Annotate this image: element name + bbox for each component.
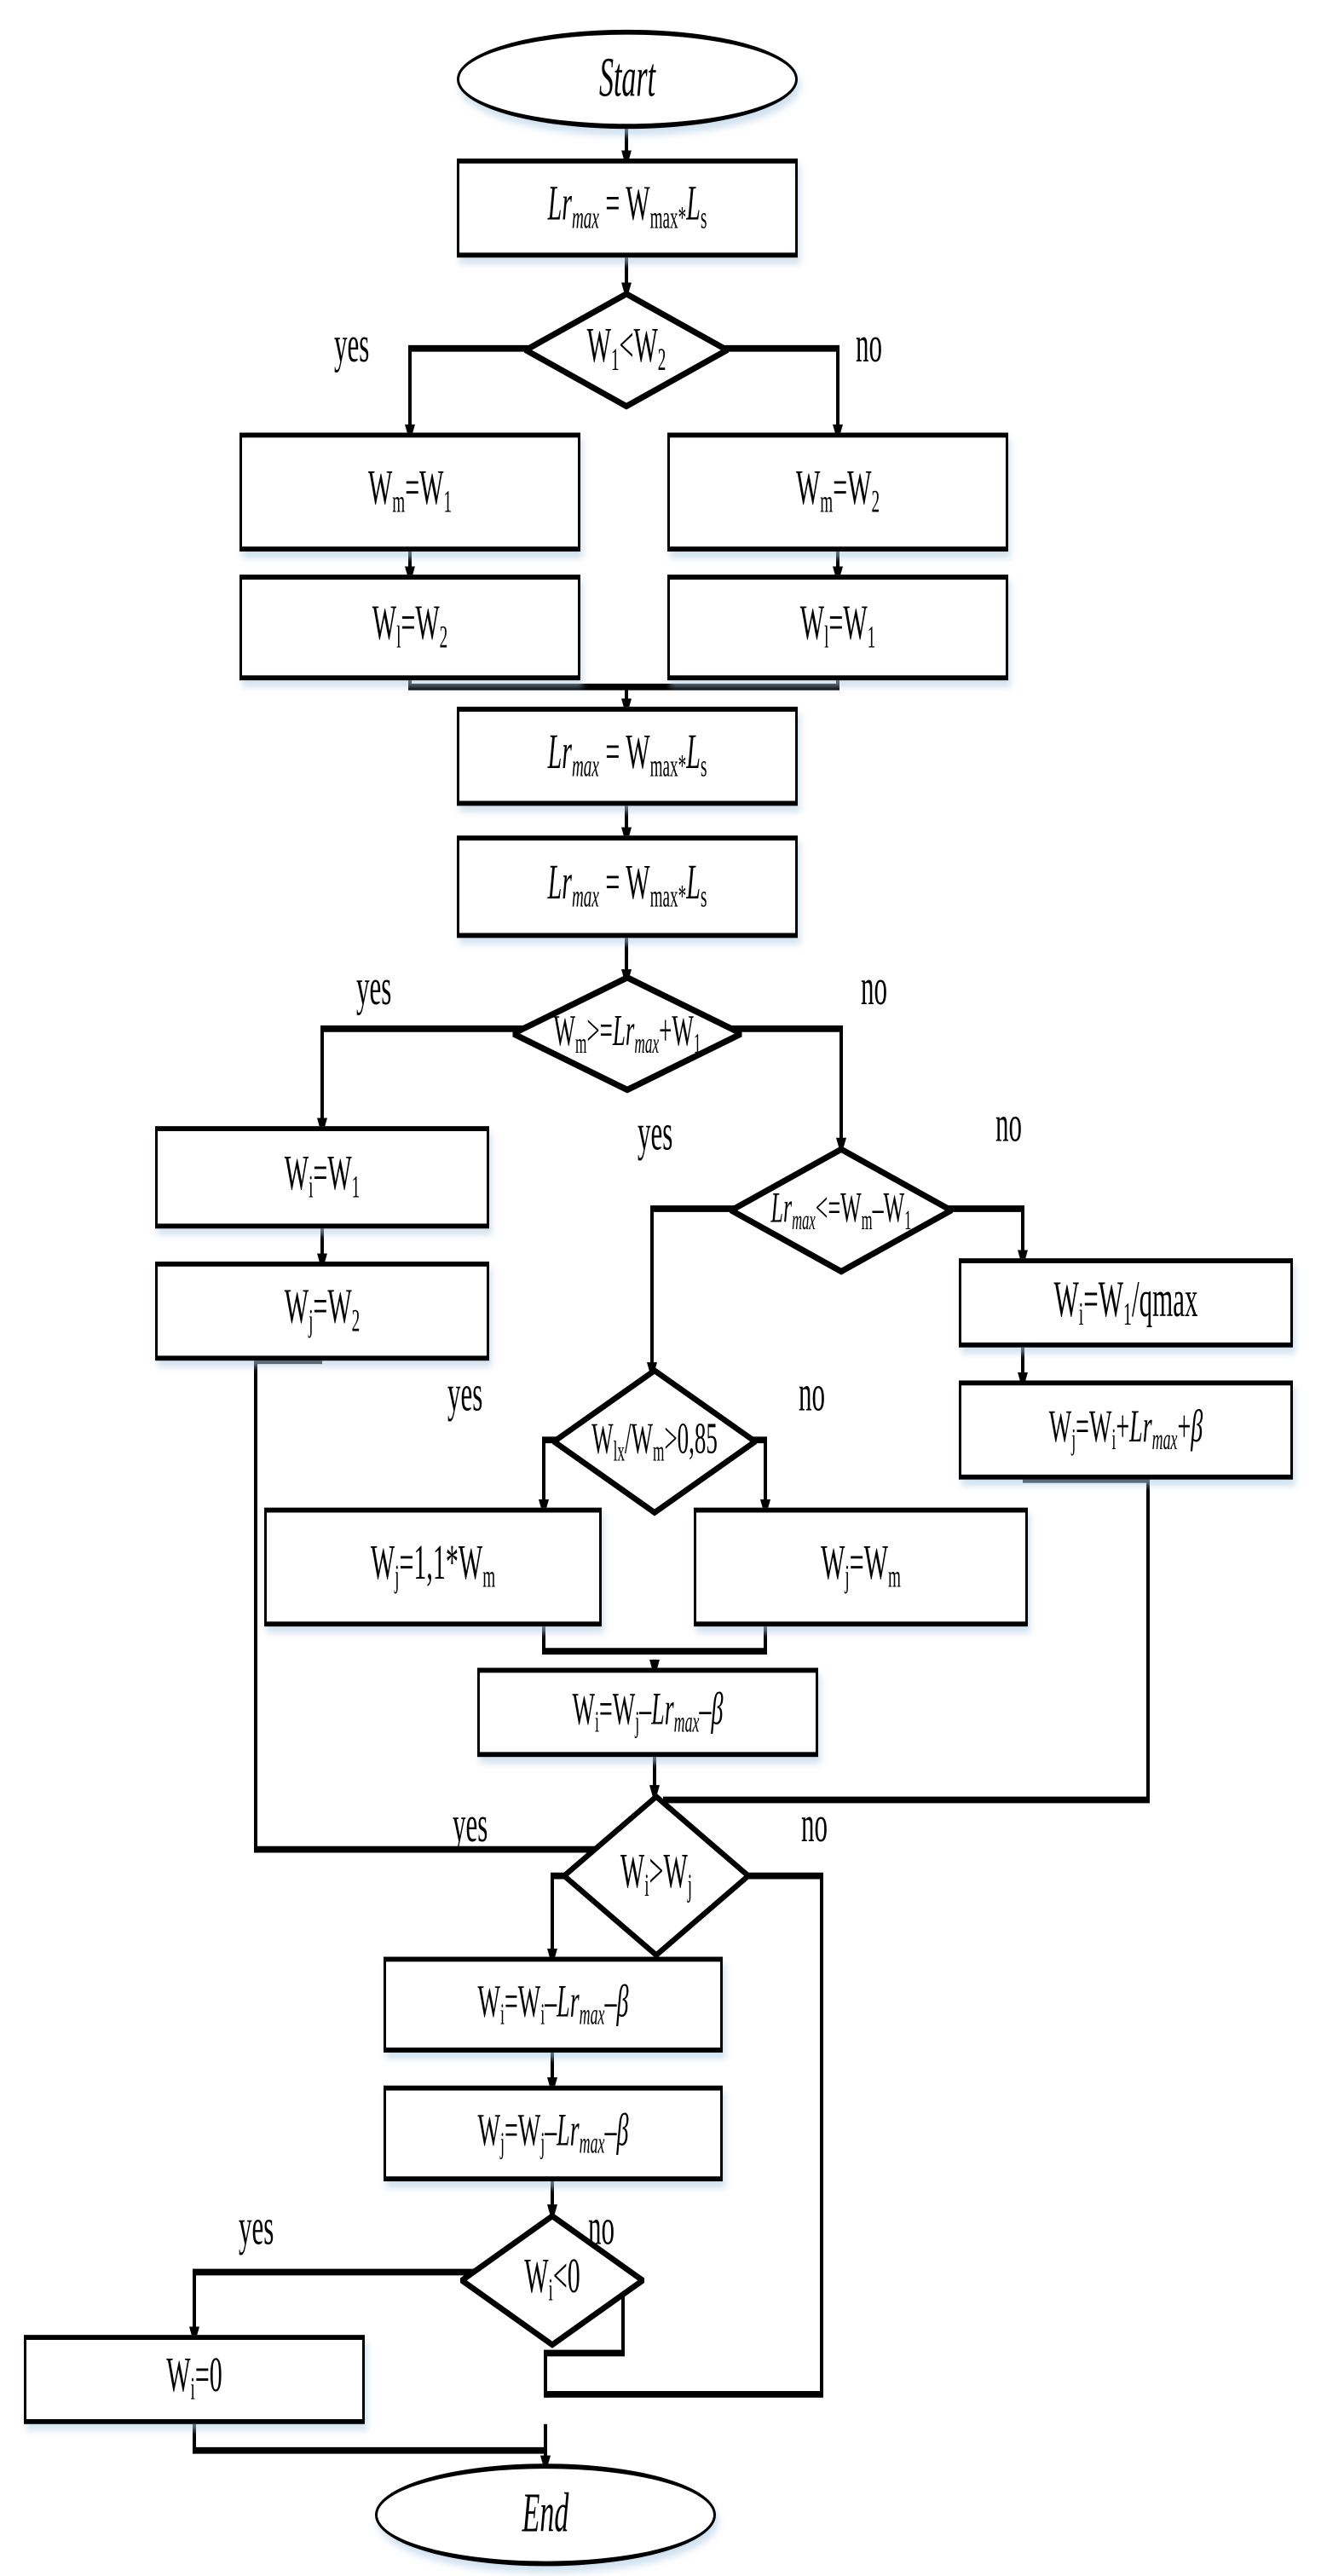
edge-label-no-d2: no bbox=[861, 957, 887, 1016]
node-wm-eq-w1-label: Wm=W1 bbox=[367, 461, 453, 521]
node-wi-eq-0: Wi=0 bbox=[24, 2335, 365, 2424]
node-wm-eq-w1: Wm=W1 bbox=[239, 432, 580, 552]
node-decision-w1-lt-w2: W1<W2 bbox=[524, 291, 729, 409]
node-wj-eq-wj-minus: Wj=Wj–Lrmax–β bbox=[384, 2085, 723, 2182]
node-start: Start bbox=[457, 29, 798, 130]
node-wl-eq-w1: Wl=W1 bbox=[667, 575, 1008, 681]
node-wj-eq-w2-label: Wj=W2 bbox=[284, 1280, 361, 1340]
node-wi-eq-wj-minus-label: Wi=Wj–Lrmax–β bbox=[572, 1684, 724, 1739]
node-decision-wlx-ratio: Wlx/Wm>0,85 bbox=[552, 1367, 757, 1516]
diamond-shape bbox=[730, 1146, 953, 1274]
edge-label-no-d5: no bbox=[801, 1794, 828, 1853]
node-wj-eq-wm-label: Wj=Wm bbox=[821, 1536, 901, 1597]
diamond-shape bbox=[563, 1793, 750, 1959]
node-wj-eq-wi-plus: Wj=Wi+Lrmax+β bbox=[959, 1380, 1293, 1480]
node-wm-eq-w2: Wm=W2 bbox=[667, 432, 1008, 552]
edge-label-yes-d6: yes bbox=[239, 2198, 274, 2256]
node-decision-wlx-ratio-label: Wlx/Wm>0,85 bbox=[591, 1413, 718, 1468]
edge-label-no-d6: no bbox=[588, 2198, 614, 2256]
node-decision-lrmax-le: Lrmax<=Wm–W1 bbox=[730, 1146, 953, 1274]
edge-label-yes-d1: yes bbox=[334, 315, 370, 373]
node-lrmax-3: Lrmax = Wmax*Ls bbox=[457, 835, 798, 939]
diamond-shape bbox=[552, 1367, 757, 1516]
node-decision-wi-gt-wj-label: Wi>Wj bbox=[620, 1845, 693, 1905]
edge-label-yes-d5: yes bbox=[453, 1794, 488, 1853]
diamond-shape bbox=[524, 291, 729, 409]
edge-label-no-d3: no bbox=[995, 1095, 1022, 1153]
node-wi-eq-wj-minus: Wi=Wj–Lrmax–β bbox=[477, 1667, 818, 1758]
node-end: End bbox=[375, 2463, 716, 2567]
node-wl-eq-w2: Wl=W2 bbox=[239, 575, 580, 681]
diamond-shape bbox=[460, 2213, 644, 2348]
node-decision-lrmax-le-label: Lrmax<=Wm–W1 bbox=[770, 1184, 912, 1236]
node-lrmax-1-label: Lrmax = Wmax*Ls bbox=[547, 177, 707, 237]
node-decision-wm-ge-label: Wm>=Lrmax+W1 bbox=[553, 1006, 701, 1060]
node-lrmax-3-label: Lrmax = Wmax*Ls bbox=[547, 856, 707, 915]
edge-label-yes-d3: yes bbox=[638, 1103, 673, 1161]
node-wi-eq-w1-div-qmax-label: Wi=W1/qmax bbox=[1053, 1269, 1198, 1333]
node-wj-eq-w2: Wj=W2 bbox=[155, 1262, 489, 1361]
node-wi-eq-w1-div-qmax: Wi=W1/qmax bbox=[959, 1258, 1293, 1348]
node-wj-eq-1-1-wm-label: Wj=1,1*Wm bbox=[370, 1536, 496, 1597]
node-wj-eq-wm: Wj=Wm bbox=[694, 1507, 1028, 1627]
node-decision-wm-ge: Wm>=Lrmax+W1 bbox=[511, 974, 743, 1093]
node-start-label: Start bbox=[598, 48, 656, 110]
edge-label-no-d4: no bbox=[799, 1364, 825, 1422]
edge-label-yes-d2: yes bbox=[356, 957, 392, 1016]
node-decision-wi-lt-0-label: Wi<0 bbox=[524, 2250, 580, 2309]
node-lrmax-1: Lrmax = Wmax*Ls bbox=[457, 158, 798, 258]
node-decision-w1-lt-w2-label: W1<W2 bbox=[586, 319, 666, 379]
edge-label-yes-d4: yes bbox=[447, 1364, 483, 1422]
node-wi-eq-0-label: Wi=0 bbox=[166, 2348, 222, 2409]
node-wj-eq-1-1-wm: Wj=1,1*Wm bbox=[264, 1507, 602, 1627]
node-wi-eq-wi-minus-label: Wi=Wi–Lrmax–β bbox=[477, 1977, 629, 2031]
node-lrmax-2-label: Lrmax = Wmax*Ls bbox=[547, 725, 707, 785]
node-wj-eq-wi-plus-label: Wj=Wi+Lrmax+β bbox=[1048, 1402, 1203, 1457]
node-wi-eq-w1-label: Wi=W1 bbox=[284, 1146, 361, 1206]
node-wl-eq-w2-label: Wl=W2 bbox=[372, 597, 448, 656]
node-decision-wi-lt-0: Wi<0 bbox=[460, 2213, 644, 2348]
node-end-label: End bbox=[522, 2483, 569, 2545]
diamond-shape bbox=[511, 974, 743, 1093]
node-wm-eq-w2-label: Wm=W2 bbox=[795, 461, 880, 521]
node-decision-wi-gt-wj: Wi>Wj bbox=[563, 1793, 750, 1959]
node-wj-eq-wj-minus-label: Wj=Wj–Lrmax–β bbox=[477, 2105, 629, 2160]
node-lrmax-2: Lrmax = Wmax*Ls bbox=[457, 707, 798, 806]
node-wi-eq-w1: Wi=W1 bbox=[155, 1126, 489, 1229]
edge-label-no-d1: no bbox=[856, 315, 882, 373]
node-wi-eq-wi-minus: Wi=Wi–Lrmax–β bbox=[384, 1956, 723, 2053]
node-wl-eq-w1-label: Wl=W1 bbox=[799, 597, 876, 656]
